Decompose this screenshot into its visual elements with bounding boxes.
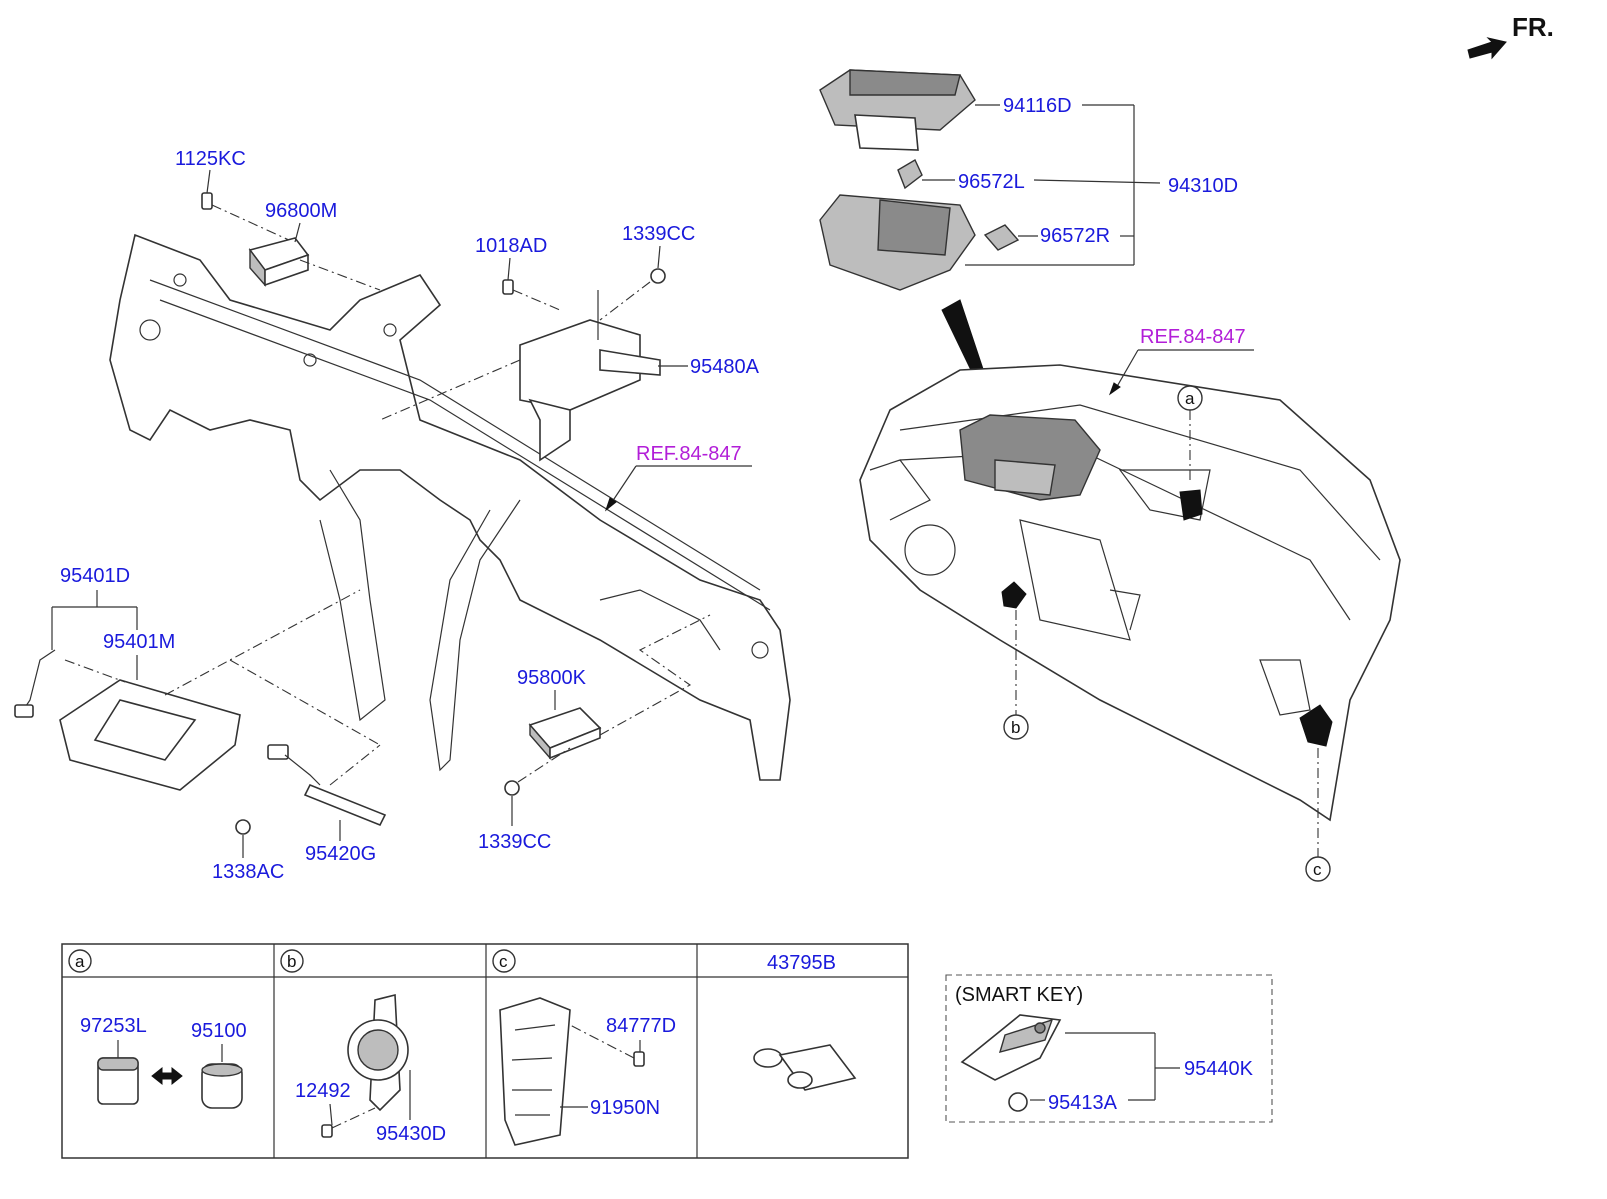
label-95800k: 95800K — [517, 667, 587, 689]
front-direction-indicator: FR. — [1467, 12, 1554, 60]
screw-1018ad — [502, 279, 561, 311]
head-unit-installed — [959, 414, 1101, 501]
callout-b-label: b — [1011, 718, 1020, 737]
module-95401m — [14, 589, 381, 791]
table-header-a-circle — [68, 949, 92, 973]
label-95440k: 95440K — [1184, 1058, 1254, 1080]
label-91950n: 91950N — [590, 1097, 660, 1119]
label-1339cc-bottom: 1339CC — [478, 831, 551, 853]
bracket-tree-94310d — [965, 105, 1135, 266]
bracket-96572l — [897, 159, 923, 190]
label-95420g: 95420G — [305, 843, 376, 865]
bolt-12492 — [321, 1124, 333, 1138]
table-header-b: b — [287, 952, 296, 971]
part-a-location — [1179, 489, 1203, 521]
callout-c-label: c — [1313, 860, 1322, 879]
front-arrow-icon — [1467, 37, 1507, 60]
module-96800m — [248, 237, 381, 291]
interchange-arrow-icon — [151, 1066, 183, 1086]
table-header-a: a — [75, 952, 85, 971]
smart-key-fob — [960, 1014, 1062, 1081]
smart-key-title: (SMART KEY) — [955, 984, 1083, 1006]
nut-1339cc-top — [599, 268, 666, 321]
sensor-95800k — [528, 614, 711, 760]
ref-label-right: REF.84-847 — [1140, 326, 1246, 348]
cover-97253l — [97, 1057, 139, 1105]
label-96572r: 96572R — [1040, 225, 1110, 247]
start-stop-switch-95430d — [347, 993, 409, 1112]
housing-assembly — [819, 194, 1020, 291]
label-95480a: 95480A — [690, 356, 760, 378]
unit-95480a — [379, 290, 661, 462]
callout-a-label: a — [1185, 389, 1195, 408]
module-91950n — [499, 997, 571, 1146]
tag-43795b — [753, 1044, 857, 1091]
front-label: FR. — [1512, 12, 1554, 42]
head-unit-94116d — [819, 69, 976, 151]
label-1125kc: 1125KC — [175, 148, 246, 170]
label-95100: 95100 — [191, 1020, 247, 1042]
switch-95100 — [201, 1063, 243, 1109]
label-95401m: 95401M — [103, 631, 175, 653]
table-header-b-circle — [280, 949, 304, 973]
label-97253l: 97253L — [80, 1015, 147, 1037]
nut-1338ac — [235, 819, 251, 835]
nut-1339cc-bottom — [504, 747, 571, 796]
ref-label-center: REF.84-847 — [636, 443, 742, 465]
battery-95413a — [1008, 1092, 1028, 1112]
label-95430d: 95430D — [376, 1123, 446, 1145]
screw-84777d — [633, 1051, 645, 1067]
label-95413a: 95413A — [1048, 1092, 1118, 1114]
label-1339cc-top: 1339CC — [622, 223, 695, 245]
label-94116d: 94116D — [1003, 95, 1072, 117]
table-header-c-circle — [492, 949, 516, 973]
cowl-cross-member — [109, 233, 791, 781]
label-12492: 12492 — [295, 1080, 351, 1102]
label-1338ac: 1338AC — [212, 861, 284, 883]
label-84777d: 84777D — [606, 1015, 676, 1037]
parts-table: a b c 43795B 97253L 95100 12492 95430D — [61, 943, 909, 1159]
callout-b-circle — [1003, 714, 1029, 740]
smart-key-box: (SMART KEY) 95440K 95413A — [945, 974, 1273, 1123]
label-1018ad: 1018AD — [475, 235, 547, 257]
antenna-95420g — [267, 744, 387, 827]
bolt-1125kc — [201, 192, 301, 246]
table-header-43795b: 43795B — [767, 952, 836, 974]
label-96572l: 96572L — [958, 171, 1025, 193]
part-c-location — [1299, 704, 1333, 747]
label-95401d: 95401D — [60, 565, 130, 587]
dashboard-outline — [859, 364, 1401, 822]
label-96800m: 96800M — [265, 200, 337, 222]
label-94310d: 94310D — [1168, 175, 1238, 197]
part-b-location — [1001, 581, 1027, 609]
callout-c-circle — [1305, 856, 1331, 882]
table-header-c: c — [499, 952, 508, 971]
